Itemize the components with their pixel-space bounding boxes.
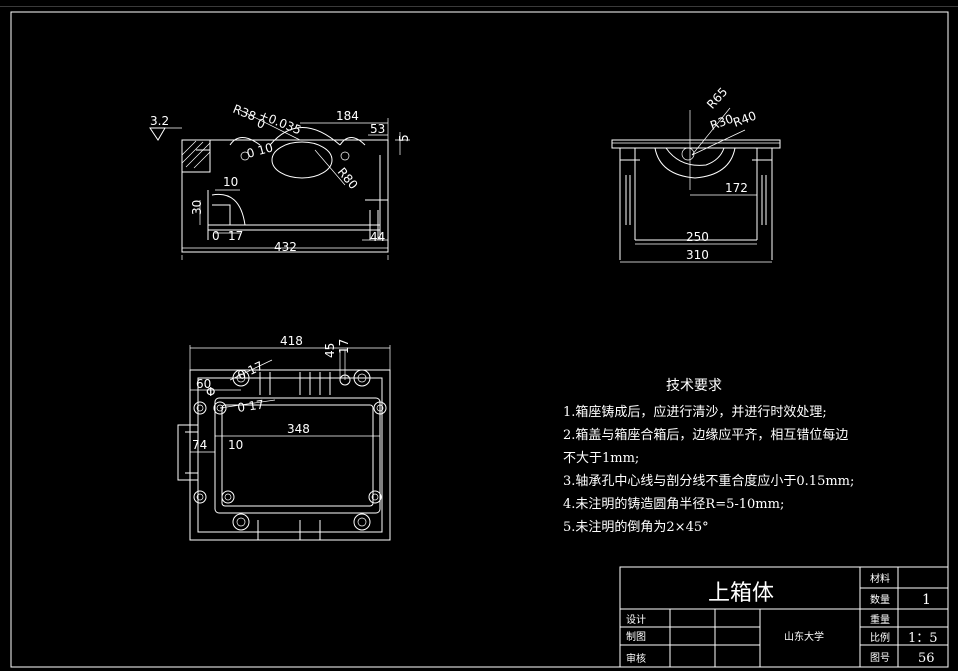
value-scale: 1：5 [908,631,938,646]
label-design: 设计 [626,613,646,626]
label-weight: 重量 [870,613,890,626]
dim-348: 348 [287,422,310,436]
drawing-frame [10,11,949,668]
side-view[interactable]: R65 R30 R40 172 250 310 [611,85,781,263]
dim-45: 45 [323,343,337,358]
dim-30: 30 [190,200,204,215]
part-name: 上箱体 [708,581,774,606]
dim-5: 5 [397,134,411,142]
label-material: 材料 [870,572,890,585]
bolt-holes [193,369,387,531]
title-block[interactable]: 上箱体 山东大学 设计 制图 审核 材料 数量 重量 比例 图号 1 1：5 5… [619,566,949,668]
label-scale: 比例 [870,631,890,644]
front-view[interactable]: 3.2 184 53 5 R38 +0.035 0 R80 10 30 0 10… [149,102,411,260]
dim-r30: R30 [708,112,735,133]
dim-184: 184 [336,109,359,123]
dim-hole-b: 0 17 [236,397,264,415]
dim-r80: R80 [335,165,361,192]
dim-10-top: 10 [228,438,243,452]
dim-r65: R65 [704,85,730,112]
tech-line-2: 2.箱盖与箱座合箱后，边缘应平齐，相互错位每边 [563,427,848,443]
tech-line-3: 不大于1mm; [563,451,639,466]
dim-60: 60 [196,377,211,391]
dim-172: 172 [725,181,748,195]
tech-line-6: 5.未注明的倒角为2×45° [563,519,709,535]
surface-finish-label: 3.2 [150,114,169,128]
dim-r40: R40 [731,109,758,130]
school-name: 山东大学 [784,630,824,643]
dim-432: 432 [274,240,297,254]
dim-74: 74 [192,438,207,452]
tech-line-1: 1.箱座铸成后，应进行清沙，并进行时效处理; [563,404,827,420]
value-drawing-no: 56 [918,651,935,666]
dim-418: 418 [280,334,303,348]
tech-requirements-title: 技术要求 [666,378,722,394]
label-quantity: 数量 [870,593,890,606]
dim-hole-phi: Φ [206,385,215,399]
tech-line-4: 3.轴承孔中心线与剖分线不重合度应小于0.15mm; [563,473,854,489]
label-review: 审核 [626,652,646,665]
dim-17-top: 17 [337,339,351,354]
dim-310: 310 [686,248,709,262]
dim-53: 53 [370,122,385,136]
dim-10: 10 [223,175,238,189]
dim-250: 250 [686,230,709,244]
dim-0: 0 [212,229,220,243]
value-quantity: 1 [922,592,931,608]
dim-hole-a: 0 17 [235,359,265,383]
dim-44: 44 [370,230,385,244]
top-view[interactable]: 418 348 60 74 10 45 17 0 17 0 17 Φ [177,334,391,541]
tech-requirements: 技术要求 1.箱座铸成后，应进行清沙，并进行时效处理; 2.箱盖与箱座合箱后，边… [563,378,854,535]
tech-line-5: 4.未注明的铸造圆角半径R=5-10mm; [563,496,784,512]
label-draw: 制图 [626,630,646,643]
dim-small-hole: 0 10 [245,140,274,160]
window-top-edge [0,0,958,7]
dim-r38: R38 [231,102,258,124]
dim-17: 17 [228,229,243,243]
label-drawing-no: 图号 [870,652,890,664]
